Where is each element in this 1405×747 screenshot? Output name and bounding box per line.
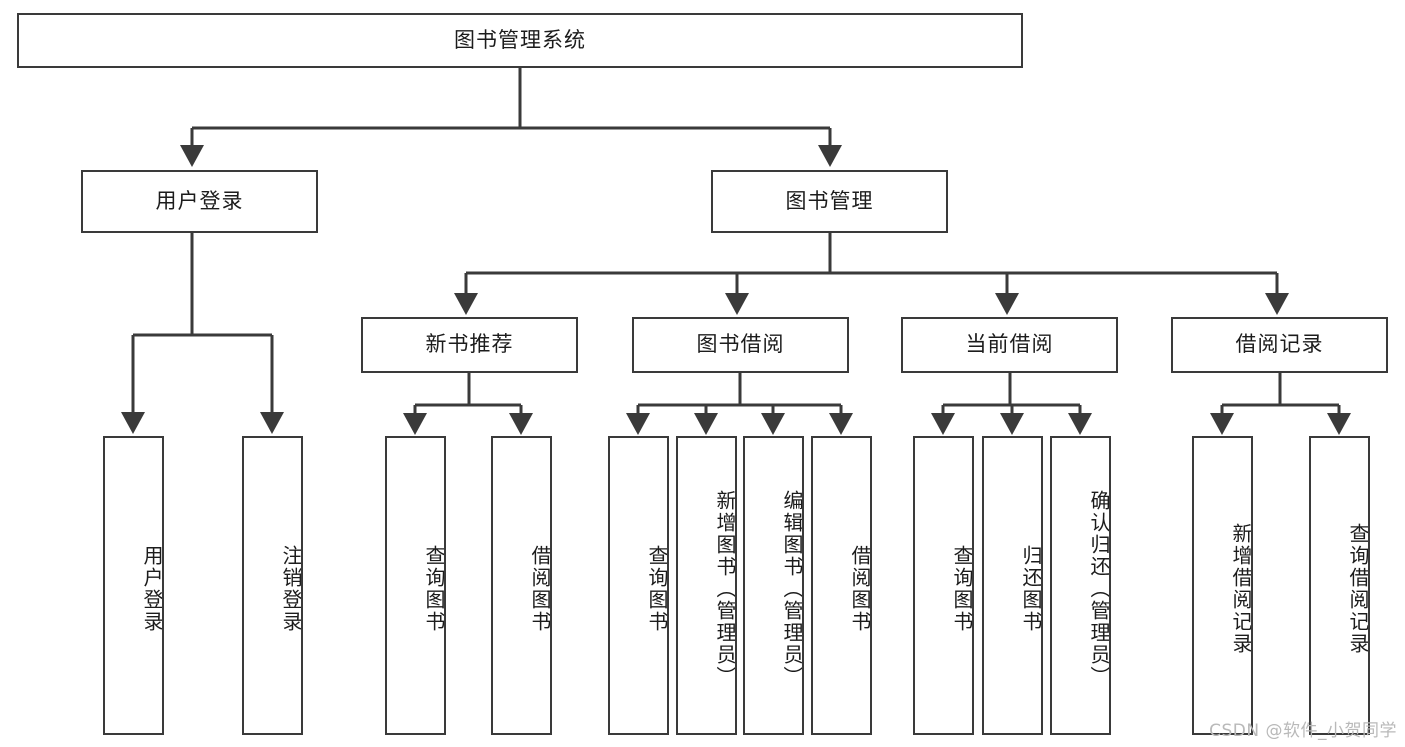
leaf-borrow-record-query-record[interactable]: 查询借阅记录 xyxy=(1309,436,1370,735)
leaf-new-book-borrow-book[interactable]: 借阅图书 xyxy=(491,436,552,735)
leaf-new-book-query-book[interactable]: 查询图书 xyxy=(385,436,446,735)
node-current-borrow[interactable]: 当前借阅 xyxy=(901,317,1118,373)
leaf-borrow-record-add-record[interactable]: 新增借阅记录 xyxy=(1192,436,1253,735)
leaf-user-login-logout[interactable]: 注销登录 xyxy=(242,436,303,735)
node-root-library-system[interactable]: 图书管理系统 xyxy=(17,13,1023,68)
node-book-borrow[interactable]: 图书借阅 xyxy=(632,317,849,373)
node-book-management[interactable]: 图书管理 xyxy=(711,170,948,233)
node-new-book-recommend[interactable]: 新书推荐 xyxy=(361,317,578,373)
leaf-current-borrow-return-book[interactable]: 归还图书 xyxy=(982,436,1043,735)
leaf-book-borrow-add-book-admin[interactable]: 新增图书（管理员） xyxy=(676,436,737,735)
leaf-current-borrow-query-book[interactable]: 查询图书 xyxy=(913,436,974,735)
leaf-book-borrow-edit-book-admin[interactable]: 编辑图书（管理员） xyxy=(743,436,804,735)
leaf-book-borrow-borrow-book[interactable]: 借阅图书 xyxy=(811,436,872,735)
node-user-login[interactable]: 用户登录 xyxy=(81,170,318,233)
leaf-user-login-login[interactable]: 用户登录 xyxy=(103,436,164,735)
leaf-book-borrow-query-book[interactable]: 查询图书 xyxy=(608,436,669,735)
leaf-current-borrow-confirm-return-admin[interactable]: 确认归还（管理员） xyxy=(1050,436,1111,735)
node-borrow-record[interactable]: 借阅记录 xyxy=(1171,317,1388,373)
